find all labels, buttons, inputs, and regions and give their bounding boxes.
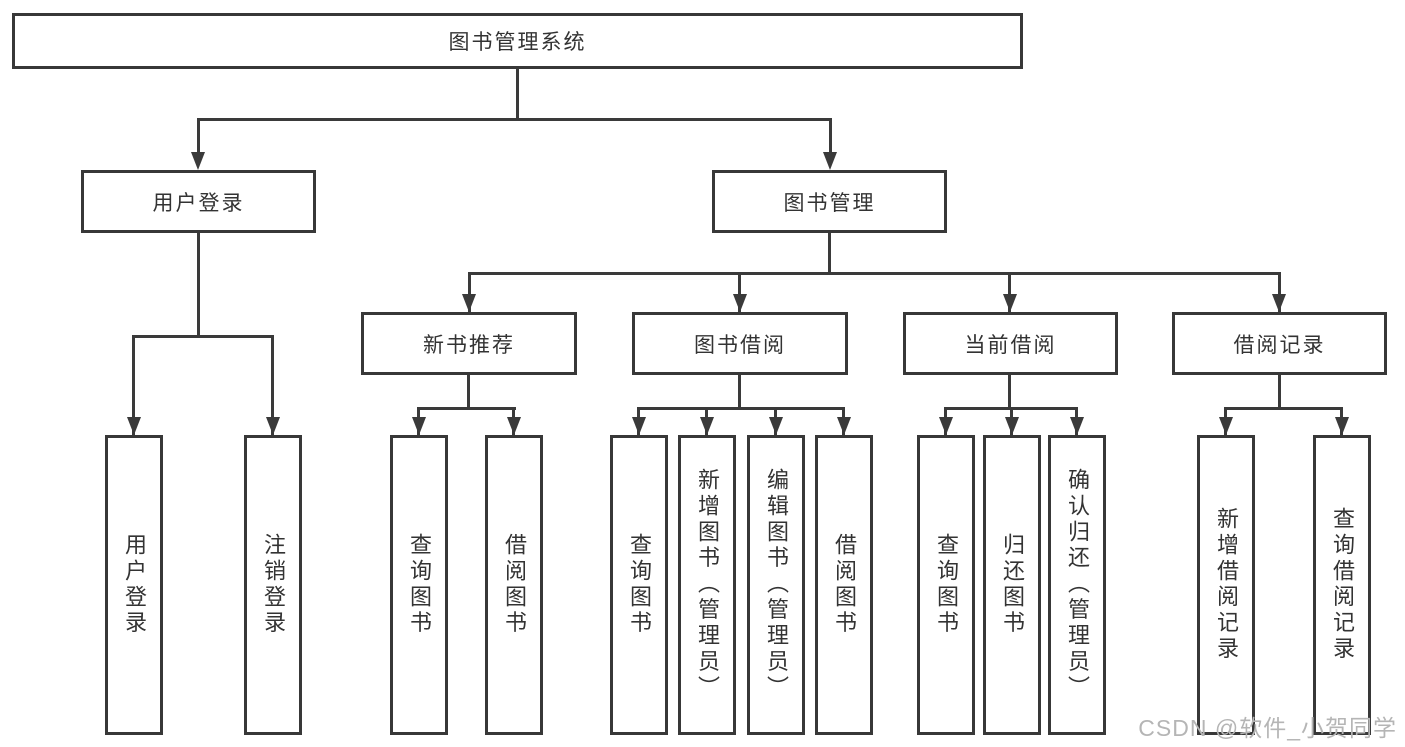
node-borrow-records-label: 借阅记录 [1233, 333, 1326, 357]
arrow-down-icon [733, 294, 747, 312]
leaf-borrow-books-new: 借阅图书 [485, 435, 543, 735]
leaf-add-borrow-record-label: 新增借阅记录 [1214, 507, 1239, 663]
arrow-down-icon [462, 294, 476, 312]
arrow-down-icon [823, 152, 837, 170]
connector-root-drop-right [829, 118, 832, 160]
leaf-query-borrow-record-label: 查询借阅记录 [1330, 507, 1355, 663]
leaf-query-books-current-label: 查询图书 [934, 533, 959, 637]
arrow-down-icon [700, 417, 714, 435]
arrow-down-icon [1003, 294, 1017, 312]
leaf-confirm-return-admin-label: 确认归还（管理员） [1065, 468, 1090, 702]
csdn-watermark: CSDN @软件_小贺同学 [1138, 715, 1397, 741]
leaf-borrow-books-new-label: 借阅图书 [502, 533, 527, 637]
leaf-borrow-books: 借阅图书 [815, 435, 873, 735]
connector-borrow-stem [738, 375, 741, 409]
connector-login-hbar [132, 335, 274, 338]
leaf-add-books-admin-label: 新增图书（管理员） [695, 468, 720, 702]
leaf-query-books-new-label: 查询图书 [407, 533, 432, 637]
leaf-query-books-current: 查询图书 [917, 435, 975, 735]
connector-login-stem [197, 233, 200, 337]
arrow-down-icon [1070, 417, 1084, 435]
connector-newbooks-stem [467, 375, 470, 409]
arrow-down-icon [191, 152, 205, 170]
connector-login-drop-1 [132, 335, 135, 435]
connector-borrow-hbar [637, 407, 845, 410]
node-current-borrow-label: 当前借阅 [964, 333, 1057, 357]
connector-newbooks-hbar [417, 407, 516, 410]
leaf-query-borrow-record: 查询借阅记录 [1313, 435, 1371, 735]
connector-root-stem [516, 69, 519, 120]
leaf-logout: 注销登录 [244, 435, 302, 735]
leaf-logout-label: 注销登录 [261, 533, 286, 637]
arrow-down-icon [769, 417, 783, 435]
arrow-down-icon [939, 417, 953, 435]
arrow-down-icon [1335, 417, 1349, 435]
node-user-login-label: 用户登录 [152, 191, 245, 215]
connector-mgmt-drop-4 [1278, 272, 1281, 312]
leaf-return-books: 归还图书 [983, 435, 1041, 735]
leaf-return-books-label: 归还图书 [1000, 533, 1025, 637]
leaf-query-books-borrow-label: 查询图书 [627, 533, 652, 637]
connector-records-hbar [1224, 407, 1343, 410]
connector-mgmt-stem [828, 233, 831, 274]
node-borrow-records: 借阅记录 [1172, 312, 1387, 375]
connector-records-stem [1278, 375, 1281, 409]
node-root-label: 图书管理系统 [448, 31, 587, 54]
leaf-add-books-admin: 新增图书（管理员） [678, 435, 736, 735]
node-current-borrow: 当前借阅 [903, 312, 1118, 375]
node-new-book-recommend-label: 新书推荐 [423, 333, 515, 357]
leaf-user-login: 用户登录 [105, 435, 163, 735]
connector-mgmt-hbar [468, 272, 1281, 275]
arrow-down-icon [412, 417, 426, 435]
node-book-management: 图书管理 [712, 170, 947, 233]
connector-root-hbar [198, 118, 832, 121]
leaf-query-books-new: 查询图书 [390, 435, 448, 735]
leaf-query-books-borrow: 查询图书 [610, 435, 668, 735]
connector-mgmt-drop-2 [738, 272, 741, 312]
arrow-down-icon [1272, 294, 1286, 312]
leaf-edit-books-admin: 编辑图书（管理员） [747, 435, 805, 735]
node-book-borrow-label: 图书借阅 [694, 333, 786, 357]
connector-current-stem [1008, 375, 1011, 409]
node-book-management-label: 图书管理 [783, 191, 876, 215]
arrow-down-icon [837, 417, 851, 435]
connector-root-drop-left [197, 118, 200, 160]
node-root: 图书管理系统 [12, 13, 1023, 69]
arrow-down-icon [127, 417, 141, 435]
arrow-down-icon [507, 417, 521, 435]
connector-login-drop-2 [271, 335, 274, 435]
connector-mgmt-drop-1 [468, 272, 471, 312]
node-user-login: 用户登录 [81, 170, 316, 233]
node-book-borrow: 图书借阅 [632, 312, 848, 375]
leaf-confirm-return-admin: 确认归还（管理员） [1048, 435, 1106, 735]
arrow-down-icon [1219, 417, 1233, 435]
leaf-borrow-books-label: 借阅图书 [832, 533, 857, 637]
node-new-book-recommend: 新书推荐 [361, 312, 577, 375]
arrow-down-icon [266, 417, 280, 435]
leaf-user-login-label: 用户登录 [122, 533, 147, 637]
arrow-down-icon [1005, 417, 1019, 435]
arrow-down-icon [632, 417, 646, 435]
connector-mgmt-drop-3 [1008, 272, 1011, 312]
leaf-add-borrow-record: 新增借阅记录 [1197, 435, 1255, 735]
leaf-edit-books-admin-label: 编辑图书（管理员） [764, 468, 789, 702]
